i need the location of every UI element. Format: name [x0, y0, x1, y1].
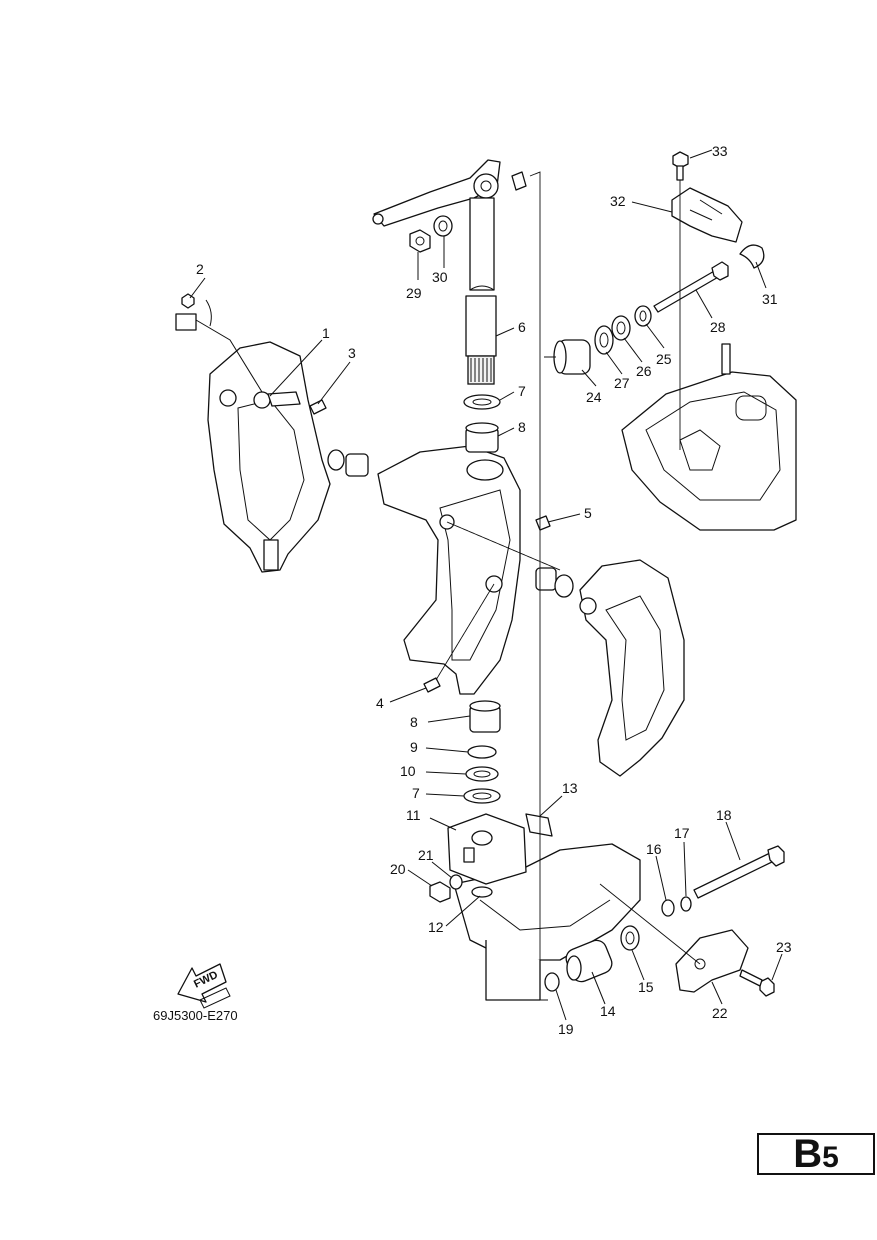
callout-29: 29 [406, 285, 422, 301]
guide-lines [435, 171, 701, 1001]
callout-32: 32 [610, 193, 626, 209]
damper-13 [525, 813, 553, 837]
callout-25: 25 [656, 351, 672, 367]
engine-mount-plate [621, 343, 797, 531]
callout-7-lower: 7 [412, 785, 420, 801]
lower-mount-14 [565, 939, 613, 983]
callout-5: 5 [584, 505, 592, 521]
washer-17 [680, 896, 692, 912]
bushing-right-pivot [535, 567, 574, 598]
callout-13: 13 [562, 780, 578, 796]
diagram-code: 69J5300-E270 [153, 1008, 238, 1023]
bolt-23 [739, 969, 775, 997]
callout-7-upper: 7 [518, 383, 526, 399]
bushing-8-lower [469, 700, 501, 733]
bracket-22 [675, 929, 749, 993]
callout-15: 15 [638, 979, 654, 995]
mount-housing-11 [447, 813, 527, 885]
callout-31: 31 [762, 291, 778, 307]
bolt-28 [653, 261, 729, 313]
callout-23: 23 [776, 939, 792, 955]
washer-19 [544, 972, 560, 992]
leader-lines [189, 149, 783, 1021]
washer-7-upper [463, 394, 501, 410]
callout-28: 28 [710, 319, 726, 335]
washer-7-lower [463, 788, 501, 804]
wire-lead-2 [175, 293, 263, 393]
bushing-8-upper [465, 422, 499, 453]
fwd-arrow-icon: FWD [177, 963, 231, 1009]
page-tag-letter: B [793, 1132, 823, 1176]
bolt-18 [693, 845, 785, 899]
screw-4 [423, 677, 441, 693]
bolt-33 [672, 151, 689, 181]
clip-12 [471, 886, 493, 898]
callout-9: 9 [410, 739, 418, 755]
upper-mount-24 [544, 339, 591, 375]
clamp-bracket-left [207, 341, 331, 573]
nut-29 [409, 229, 431, 253]
page-tag: B 5 [757, 1133, 875, 1175]
washers-25-27 [594, 305, 652, 355]
callout-2: 2 [196, 261, 204, 277]
callout-24: 24 [586, 389, 602, 405]
nut-20 [429, 881, 451, 903]
swivel-bracket [377, 445, 521, 695]
bushing-left-pivot [327, 449, 369, 477]
callout-21: 21 [418, 847, 434, 863]
callout-20: 20 [390, 861, 406, 877]
callout-17: 17 [674, 825, 690, 841]
lower-mount-housing [453, 843, 641, 1001]
callout-30: 30 [432, 269, 448, 285]
callout-26: 26 [636, 363, 652, 379]
screw-3 [309, 399, 327, 415]
washer-21 [449, 874, 463, 890]
callout-6: 6 [518, 319, 526, 335]
grease-nipple-5 [535, 515, 551, 531]
clamp-bracket-right [579, 559, 685, 777]
clip-31 [739, 244, 765, 269]
callout-labels: 1 2 3 4 5 6 7 7 8 8 9 10 11 12 13 14 15 … [196, 143, 792, 1037]
callout-12: 12 [428, 919, 444, 935]
callout-18: 18 [716, 807, 732, 823]
callout-8-lower: 8 [410, 714, 418, 730]
callout-1: 1 [322, 325, 330, 341]
cover-32 [671, 187, 743, 243]
callout-4: 4 [376, 695, 384, 711]
callout-14: 14 [600, 1003, 616, 1019]
page-tag-number: 5 [822, 1141, 839, 1174]
callout-8-upper: 8 [518, 419, 526, 435]
washer-30 [433, 215, 453, 237]
callout-3: 3 [348, 345, 356, 361]
steering-shaft [465, 197, 497, 385]
callout-16: 16 [646, 841, 662, 857]
o-ring-9 [467, 745, 497, 759]
steering-arm [372, 159, 527, 227]
callout-33: 33 [712, 143, 728, 159]
washer-15 [620, 925, 640, 951]
washer-10 [465, 766, 499, 782]
callout-11: 11 [406, 807, 421, 823]
washer-16 [661, 899, 675, 917]
callout-22: 22 [712, 1005, 728, 1021]
callout-19: 19 [558, 1021, 574, 1037]
callout-10: 10 [400, 763, 416, 779]
callout-27: 27 [614, 375, 630, 391]
